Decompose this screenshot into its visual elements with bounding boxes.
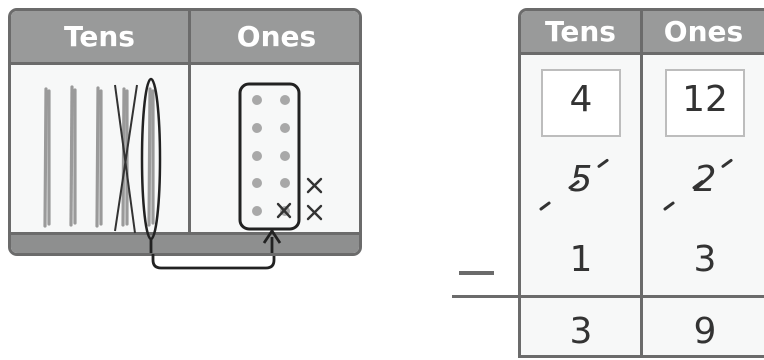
mat-header: Tens Ones (11, 11, 359, 65)
difference-ones-value: 9 (693, 311, 717, 352)
difference-tens-value: 3 (569, 311, 593, 352)
table-column-divider (640, 11, 643, 355)
rod-cross-out (114, 84, 138, 234)
regrouped-ones-value: 12 (682, 79, 728, 120)
ten-rod-3 (95, 86, 103, 228)
ten-rod-1 (43, 87, 51, 228)
original-tens-value: 5 (569, 159, 593, 200)
place-value-mat: Tens Ones (8, 8, 362, 256)
original-ones-value: 2 (693, 159, 717, 200)
table-tens-header: Tens (545, 15, 616, 48)
regrouped-ones-box (665, 69, 745, 137)
table-ones-header: Ones (663, 15, 744, 48)
minus-sign (459, 271, 494, 275)
ten-rod-5-circled (147, 87, 155, 227)
mat-ones-header: Ones (236, 20, 317, 53)
mat-tens-header: Tens (64, 20, 135, 53)
strike-through-marks (539, 157, 735, 211)
mat-drawing (43, 77, 323, 253)
regrouped-tens-box (541, 69, 621, 137)
ones-cross-marks (276, 177, 323, 221)
arrow-overlay (151, 254, 276, 270)
subtraction-table: Tens Ones 4 12 5 2 1 3 3 9 (518, 8, 764, 358)
answer-line (452, 295, 764, 298)
subtrahend-tens-value: 1 (569, 239, 593, 280)
regroup-arrow-head (262, 229, 282, 244)
mat-column-divider (188, 11, 191, 241)
subtrahend-ones-value: 3 (693, 239, 717, 280)
regroup-arrow-tail (151, 254, 276, 270)
ones-regroup-box (238, 82, 301, 231)
regrouped-tens-value: 4 (569, 79, 593, 120)
ten-rod-2 (69, 85, 77, 227)
